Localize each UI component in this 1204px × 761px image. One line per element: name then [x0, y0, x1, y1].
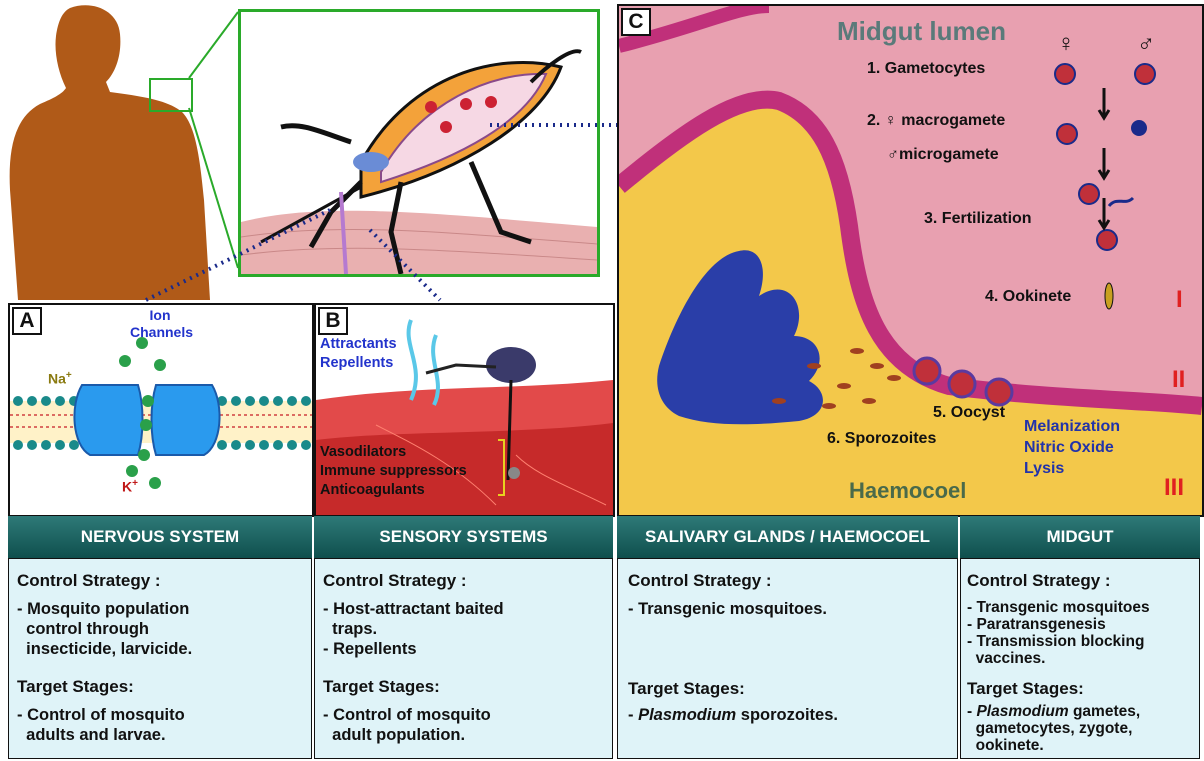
info-box-midgut: Control Strategy : - Transgenic mosquito… — [960, 558, 1200, 759]
control-strategy-heading: Control Strategy : — [323, 571, 467, 591]
male-symbol: ♂ — [1137, 30, 1155, 58]
step-oocyst: 5. Oocyst — [933, 404, 1005, 422]
midgut-lumen-label: Midgut lumen — [837, 16, 1006, 47]
step-microgamete: ♂microgamete — [887, 146, 999, 164]
target-stages-heading: Target Stages: — [323, 677, 440, 697]
control-strategy-heading: Control Strategy : — [17, 571, 161, 591]
panel-b: B Attractants Repellents Vasodilators Im… — [314, 303, 615, 517]
header-nervous: NERVOUS SYSTEM — [8, 516, 312, 558]
haemocoel-label: Haemocoel — [849, 478, 966, 504]
control-strategy-items: - Host-attractant baited traps. - Repell… — [323, 599, 504, 659]
info-box-salivary: Control Strategy : - Transgenic mosquito… — [617, 558, 958, 759]
attractants-label: Attractants Repellents — [320, 335, 397, 373]
header-sensory: SENSORY SYSTEMS — [314, 516, 613, 558]
header-salivary: SALIVARY GLANDS / HAEMOCOEL — [617, 516, 958, 558]
target-stages-heading: Target Stages: — [17, 677, 134, 697]
target-stages-heading: Target Stages: — [967, 679, 1084, 699]
header-midgut: MIDGUT — [960, 516, 1200, 558]
roman-one: I — [1176, 286, 1183, 314]
panel-a: A Ion Channels Na+ K+ — [8, 303, 314, 517]
control-strategy-items: - Transgenic mosquitoes - Paratransgenes… — [967, 599, 1150, 667]
target-stages-items: - Plasmodium sporozoites. — [628, 705, 838, 725]
step-gametocytes: 1. Gametocytes — [867, 60, 985, 78]
panel-c: C Midgut lumen ♀ ♂ 1. Gametocytes 2. ♀ m… — [617, 4, 1204, 517]
step-ookinete: 4. Ookinete — [985, 288, 1071, 306]
vasodilators-label: Vasodilators Immune suppressors Anticoag… — [320, 443, 467, 500]
info-box-nervous: Control Strategy : - Mosquito population… — [8, 558, 312, 759]
panel-c-letter: C — [621, 8, 651, 36]
info-box-sensory: Control Strategy : - Host-attractant bai… — [314, 558, 613, 759]
control-strategy-items: - Transgenic mosquitoes. — [628, 599, 827, 619]
target-stages-items: - Control of mosquito adult population. — [323, 705, 491, 745]
roman-three: III — [1164, 474, 1184, 502]
control-strategy-heading: Control Strategy : — [967, 571, 1111, 591]
control-strategy-items: - Mosquito population control through in… — [17, 599, 192, 659]
step-fertilization: 3. Fertilization — [924, 210, 1032, 228]
target-stages-items: - Control of mosquito adults and larvae. — [17, 705, 185, 745]
roman-two: II — [1172, 366, 1185, 394]
defense-label: Melanization Nitric Oxide Lysis — [1024, 416, 1120, 479]
target-stages-heading: Target Stages: — [628, 679, 745, 699]
ion-channel-diagram — [10, 305, 312, 515]
step-macrogamete: 2. ♀ macrogamete — [867, 112, 1005, 130]
dotted-connectors — [130, 100, 650, 310]
step-sporozoites: 6. Sporozoites — [827, 430, 936, 448]
female-symbol: ♀ — [1057, 30, 1075, 58]
control-strategy-heading: Control Strategy : — [628, 571, 772, 591]
target-stages-items: - Plasmodium gametes, gametocytes, zygot… — [967, 703, 1140, 754]
panel-b-letter: B — [318, 307, 348, 335]
